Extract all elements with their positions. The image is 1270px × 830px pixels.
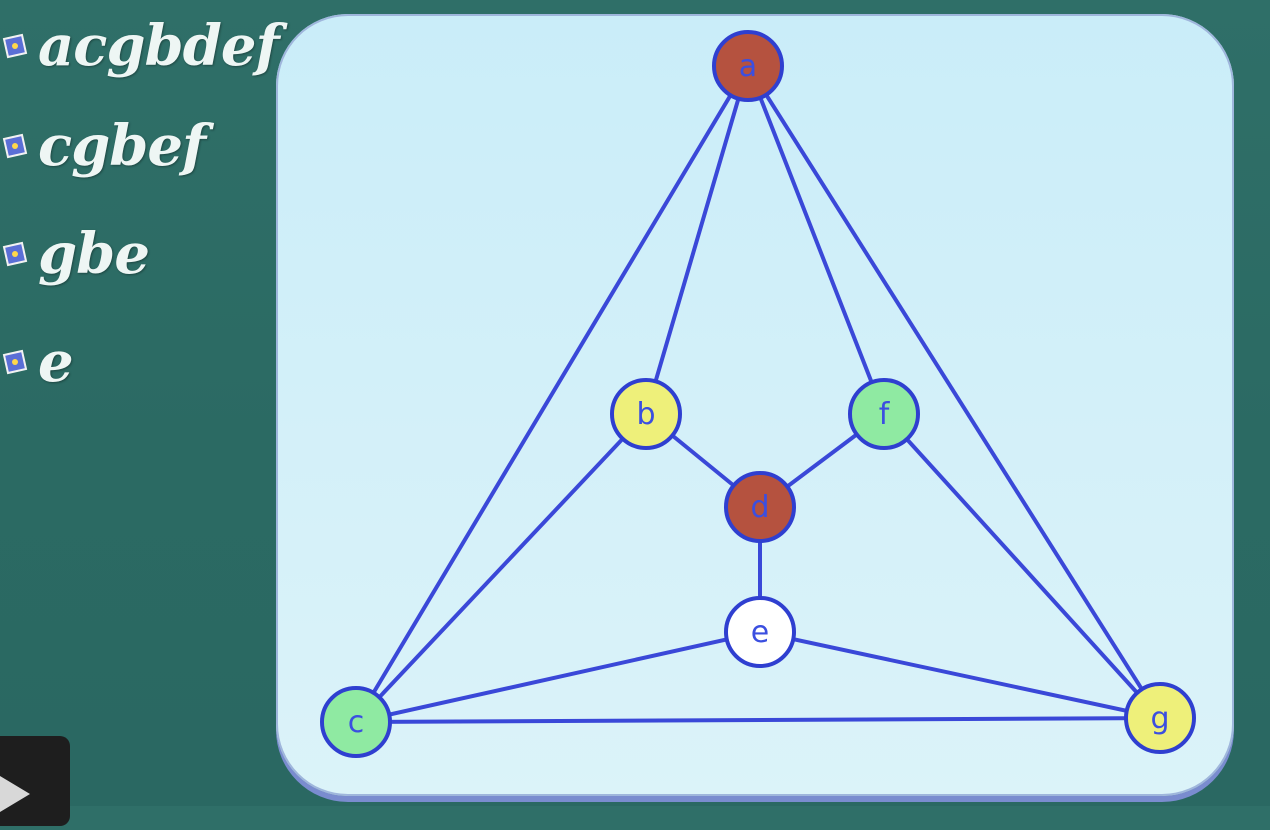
node-label-g: g	[1150, 701, 1169, 736]
edge-a-f	[746, 65, 886, 415]
node-circle-b	[610, 378, 682, 450]
node-circle-e	[724, 596, 796, 668]
edge-c-g	[355, 716, 1161, 724]
sparkle-bullet-icon	[0, 31, 30, 61]
node-label-d: d	[750, 490, 769, 525]
bullet-list: acgbdef cgbef gbe e	[0, 0, 300, 420]
node-b: b	[610, 378, 682, 450]
bullet-item: e	[0, 329, 74, 395]
sparkle-bullet-icon	[0, 347, 30, 377]
node-g: g	[1124, 682, 1196, 754]
node-circle-d	[724, 471, 796, 543]
node-d: d	[724, 471, 796, 543]
edge-e-g	[759, 630, 1161, 720]
edge-e-c	[355, 630, 761, 724]
node-label-c: c	[348, 705, 365, 740]
node-label-a: a	[739, 49, 757, 84]
node-circle-f	[848, 378, 920, 450]
bullet-text: cgbef	[38, 113, 206, 179]
edge-a-c	[354, 64, 750, 724]
graph-edges	[354, 64, 1162, 724]
edge-a-g	[746, 64, 1162, 720]
bullet-text: gbe	[38, 221, 150, 287]
edge-b-c	[354, 412, 648, 724]
node-circle-g	[1124, 682, 1196, 754]
sparkle-bullet-icon	[0, 131, 30, 161]
graph-nodes: a b f d e c g	[320, 30, 1196, 758]
bullet-item: cgbef	[0, 113, 206, 179]
node-circle-a	[712, 30, 784, 102]
sparkle-bullet-icon	[0, 239, 30, 269]
graph-diagram: a b f d e c g	[320, 30, 1196, 758]
bullet-item: acgbdef	[0, 13, 280, 79]
edge-a-b	[644, 65, 750, 415]
play-icon	[0, 776, 30, 812]
node-c: c	[320, 686, 392, 758]
node-e: e	[724, 596, 796, 668]
node-circle-c	[320, 686, 392, 758]
node-label-b: b	[636, 397, 655, 432]
play-button[interactable]	[0, 736, 70, 826]
node-label-e: e	[751, 615, 769, 650]
node-f: f	[848, 378, 920, 450]
node-a: a	[712, 30, 784, 102]
edge-f-g	[882, 412, 1162, 720]
bullet-text: acgbdef	[38, 13, 280, 79]
node-label-f: f	[879, 397, 891, 432]
bullet-item: gbe	[0, 221, 150, 287]
bullet-text: e	[38, 329, 74, 395]
